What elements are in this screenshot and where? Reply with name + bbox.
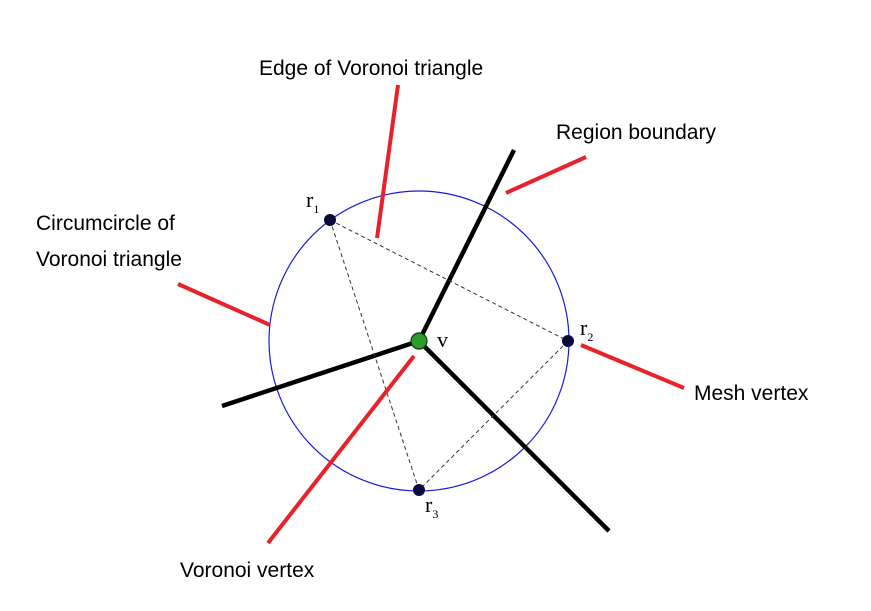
label-voronoi-vertex: Voronoi vertex <box>180 559 315 582</box>
region-boundary-upper <box>416 148 517 343</box>
mesh-vertex-r2 <box>562 335 574 347</box>
label-region-boundary: Region boundary <box>556 121 716 144</box>
label-edge-of-triangle: Edge of Voronoi triangle <box>259 57 483 80</box>
triangle-edge-r1-r3 <box>329 219 420 491</box>
region-boundary-left <box>221 338 420 409</box>
region-boundary-lower <box>417 339 611 533</box>
label-circumcircle: Circumcircle of Voronoi triangle <box>36 212 182 271</box>
pointer-edge-of-triangle <box>375 84 400 239</box>
r1-sub: 1 <box>313 202 319 216</box>
mesh-vertex-r1 <box>324 214 336 226</box>
region-boundaries <box>221 148 611 533</box>
triangle-edge-r1-r2 <box>329 219 569 342</box>
r2-base: r <box>580 315 588 340</box>
pointer-mesh-vertex <box>580 343 685 390</box>
voronoi-vertex-point <box>410 332 428 350</box>
point-label-r3: r3 <box>425 492 438 521</box>
pointer-voronoi-vertex <box>266 354 416 545</box>
label-circumcircle-line1: Circumcircle of <box>36 212 175 235</box>
mesh-vertex-r3 <box>413 484 425 496</box>
r2-sub: 2 <box>587 330 593 344</box>
point-label-v: v <box>437 327 448 352</box>
label-mesh-vertex: Mesh vertex <box>694 382 809 405</box>
point-label-r1: r1 <box>306 187 319 216</box>
r1-base: r <box>306 187 314 212</box>
pointer-region-boundary <box>505 155 587 195</box>
pointer-circumcircle <box>177 282 271 327</box>
pointer-lines <box>177 84 685 545</box>
label-circumcircle-line2: Voronoi triangle <box>36 248 182 271</box>
point-label-r2: r2 <box>580 315 593 344</box>
triangle-edge-r2-r3 <box>418 340 569 491</box>
voronoi-triangle <box>329 219 569 491</box>
r3-sub: 3 <box>432 507 438 521</box>
r3-base: r <box>425 492 433 517</box>
